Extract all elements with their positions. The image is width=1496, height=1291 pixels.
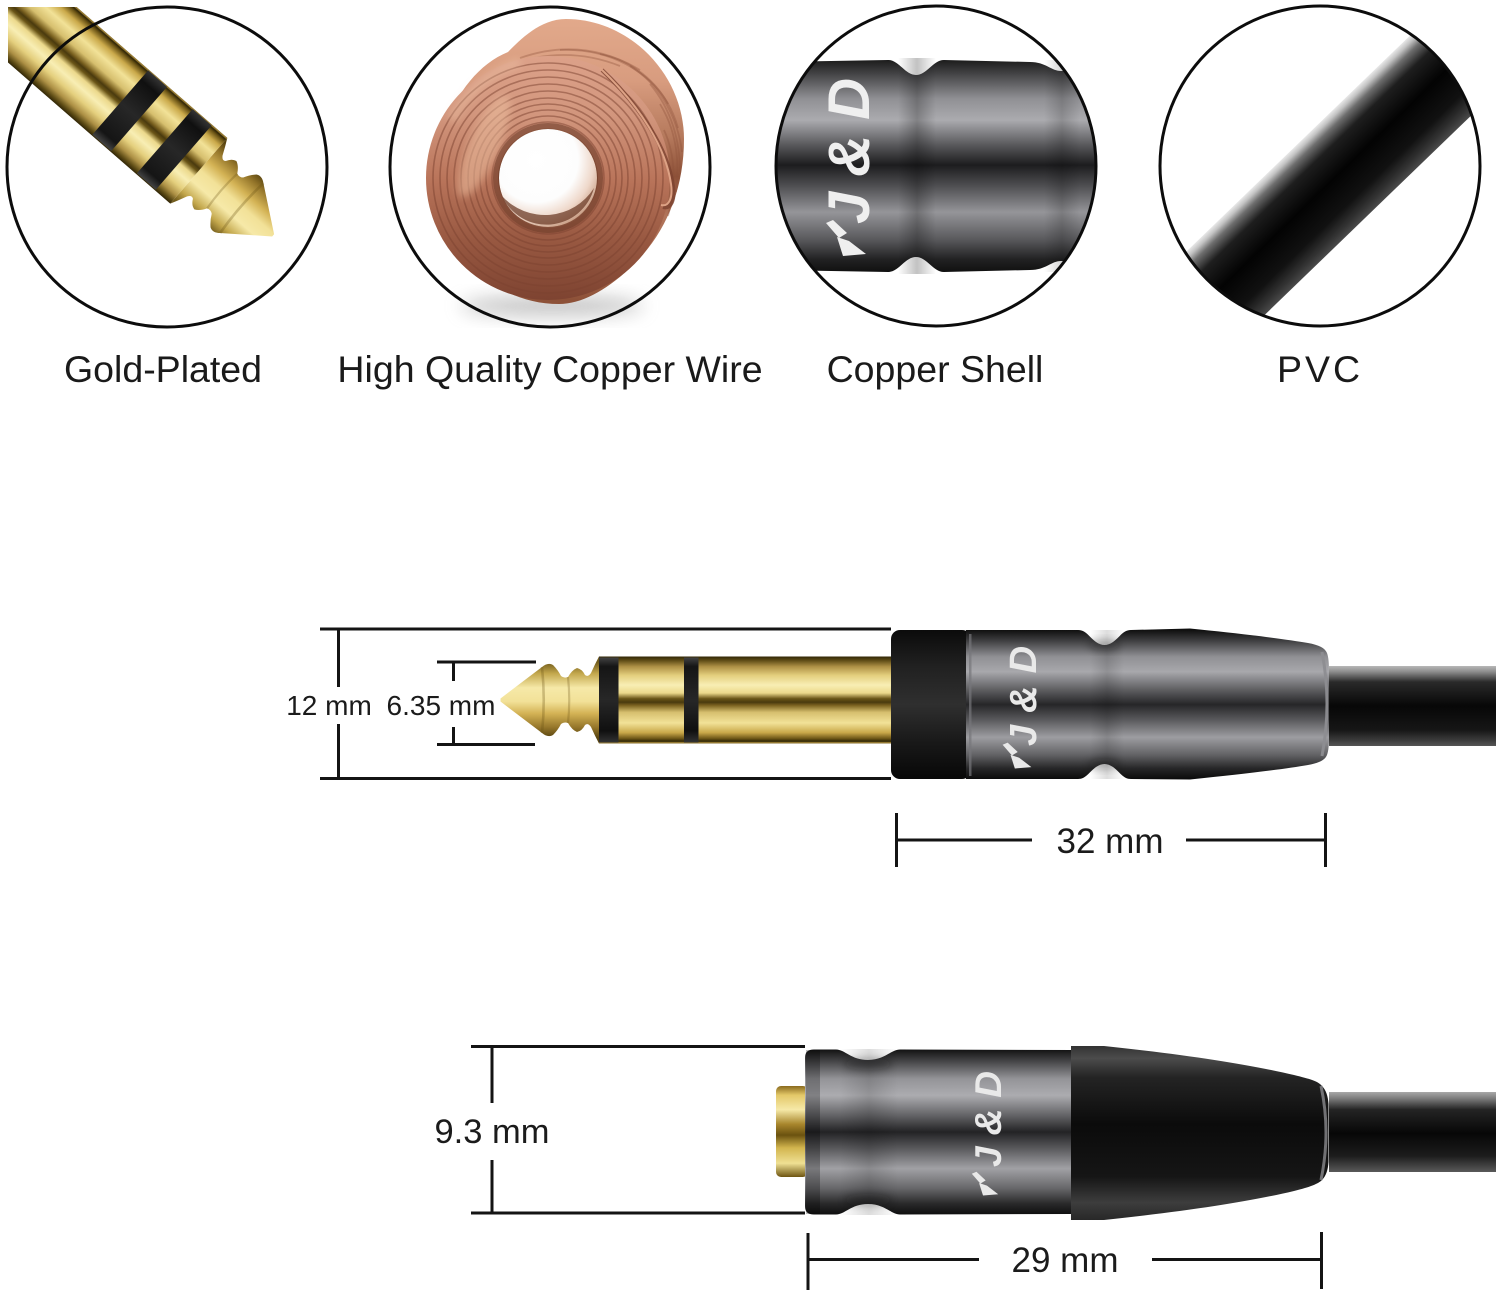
svg-text:Gold-Plated: Gold-Plated bbox=[64, 348, 262, 390]
svg-text:32 mm: 32 mm bbox=[1057, 822, 1164, 861]
svg-text:29 mm: 29 mm bbox=[1012, 1241, 1119, 1280]
svg-text:9.3 mm: 9.3 mm bbox=[434, 1113, 549, 1151]
svg-text:6.35 mm: 6.35 mm bbox=[387, 690, 496, 721]
svg-text:High Quality Copper Wire: High Quality Copper Wire bbox=[337, 348, 762, 390]
svg-text:J&D: J&D bbox=[968, 1060, 1009, 1167]
svg-text:Copper Shell: Copper Shell bbox=[827, 348, 1044, 390]
svg-text:12 mm: 12 mm bbox=[286, 690, 372, 721]
svg-text:PVC: PVC bbox=[1277, 348, 1363, 390]
svg-text:J&D: J&D bbox=[817, 63, 882, 224]
svg-text:J&D: J&D bbox=[1003, 634, 1045, 746]
